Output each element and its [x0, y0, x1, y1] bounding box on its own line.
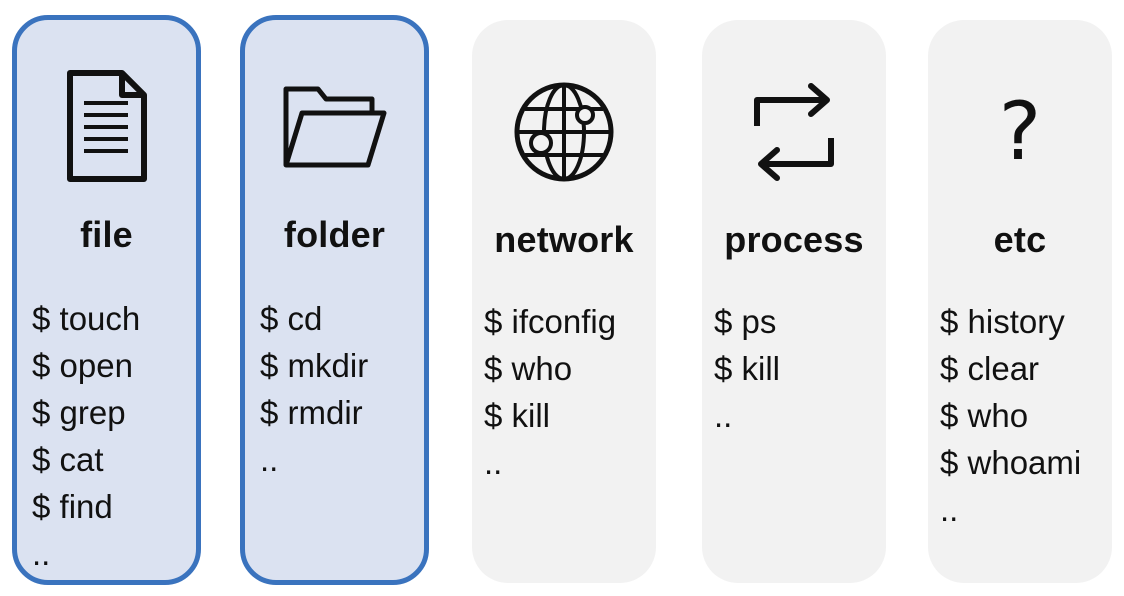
command-item: .. — [32, 535, 51, 572]
card-title: process — [724, 219, 864, 260]
card-title: folder — [283, 214, 386, 255]
command-list: $ history $ clear $ who $ whoami .. — [940, 298, 1081, 533]
repeat-arrows-icon — [702, 62, 886, 202]
command-item: $ who — [940, 397, 1029, 434]
command-item: $ ifconfig — [484, 303, 617, 340]
command-item: $ kill — [714, 350, 781, 387]
card-title: network — [494, 219, 634, 260]
command-item: $ rmdir — [260, 394, 363, 431]
command-list: $ ps $ kill .. — [714, 298, 780, 439]
command-item: $ open — [32, 347, 133, 384]
command-list: $ cd $ mkdir $ rmdir .. — [260, 295, 368, 483]
command-item: $ whoami — [940, 444, 1082, 481]
command-item: $ mkdir — [260, 347, 369, 384]
card-folder[interactable]: folder $ cd $ mkdir $ rmdir .. — [240, 15, 429, 585]
command-item: $ cat — [32, 441, 104, 478]
card-etc[interactable]: ? etc $ history $ clear $ who $ whoami .… — [928, 20, 1112, 583]
card-network[interactable]: network $ ifconfig $ who $ kill .. — [472, 20, 656, 583]
document-icon — [17, 57, 196, 197]
command-item: $ history — [940, 303, 1065, 340]
command-item: .. — [940, 491, 959, 528]
command-item: $ touch — [32, 300, 141, 337]
command-list: $ ifconfig $ who $ kill .. — [484, 298, 616, 486]
command-item: $ grep — [32, 394, 126, 431]
question-mark-glyph: ? — [998, 85, 1042, 178]
command-item: $ cd — [260, 300, 323, 337]
card-file[interactable]: file $ touch $ open $ grep $ cat $ find … — [12, 15, 201, 585]
card-title: file — [80, 214, 133, 255]
command-item: .. — [260, 441, 279, 478]
folder-icon — [245, 57, 424, 197]
command-item: $ kill — [484, 397, 551, 434]
command-item: $ find — [32, 488, 113, 525]
command-item: $ who — [484, 350, 573, 387]
command-item: .. — [484, 444, 503, 481]
card-process[interactable]: process $ ps $ kill .. — [702, 20, 886, 583]
question-mark-icon: ? — [928, 62, 1112, 202]
globe-network-icon — [472, 62, 656, 202]
command-item: $ ps — [714, 303, 777, 340]
card-title: etc — [993, 219, 1047, 260]
command-list: $ touch $ open $ grep $ cat $ find .. — [32, 295, 140, 577]
command-item: $ clear — [940, 350, 1040, 387]
command-item: .. — [714, 397, 733, 434]
